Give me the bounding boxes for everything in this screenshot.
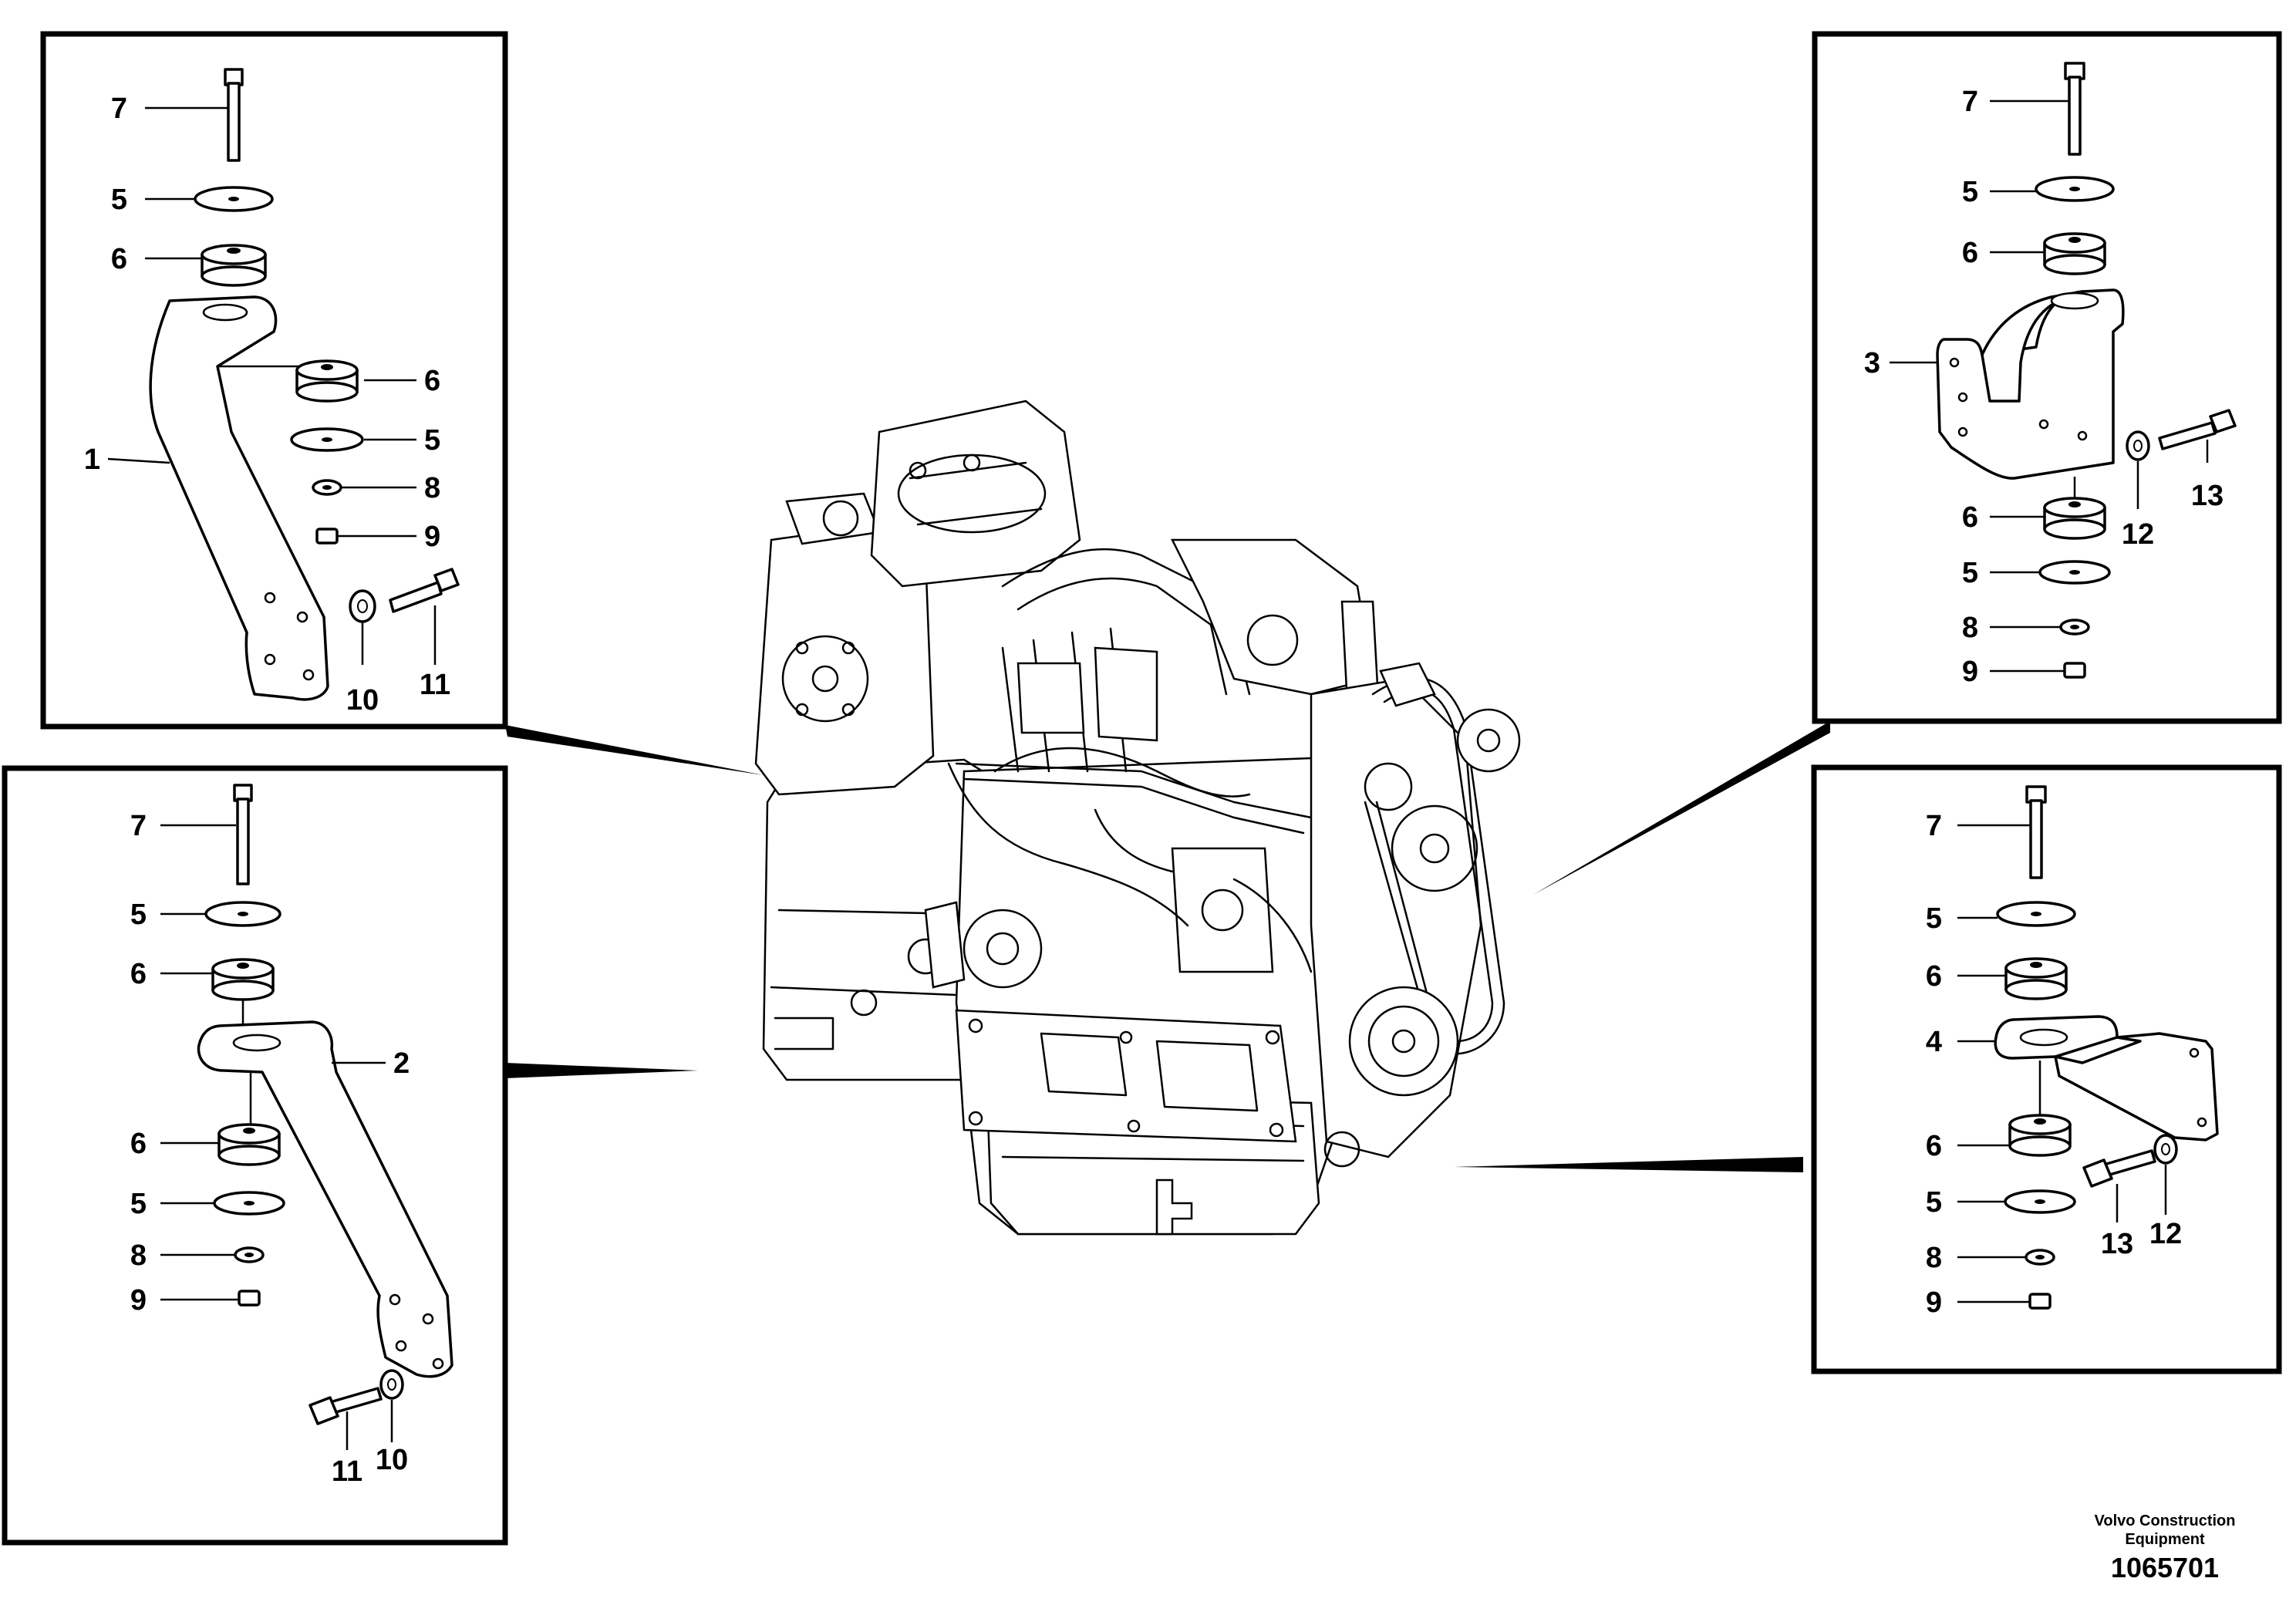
callout-6: 6	[130, 1128, 147, 1160]
nut	[238, 1290, 261, 1307]
callout-8: 8	[424, 472, 440, 504]
callout-8: 8	[130, 1239, 147, 1272]
callout-5: 5	[1926, 1186, 1942, 1219]
nut	[315, 528, 339, 545]
bolt-head	[2209, 409, 2237, 433]
callout-1: 1	[84, 443, 100, 476]
inset-top-right	[1812, 31, 2282, 724]
mount-bracket	[1994, 1015, 2219, 1141]
bolt-shank	[227, 82, 241, 162]
leader-connectors	[505, 721, 1830, 1172]
callout-6: 6	[1962, 237, 1978, 269]
callout-6: 6	[424, 365, 440, 397]
callout-6: 6	[130, 958, 147, 990]
callout-5: 5	[1926, 902, 1942, 935]
inset-frame	[1812, 31, 2282, 724]
callout-5: 5	[111, 184, 127, 216]
bolt-head	[433, 568, 460, 592]
callout-5: 5	[1962, 557, 1978, 589]
bolt-shank	[2158, 421, 2217, 450]
inset-frame	[2, 765, 508, 1546]
callout-11: 11	[332, 1455, 362, 1488]
callout-5: 5	[130, 1188, 147, 1220]
inset-frame	[40, 31, 508, 730]
mount-bracket	[149, 295, 329, 701]
callout-2: 2	[393, 1047, 410, 1080]
callout-9: 9	[1962, 656, 1978, 688]
mount-bracket	[197, 1020, 453, 1378]
nut	[2063, 662, 2086, 679]
callout-5: 5	[424, 424, 440, 457]
inset-top-left	[40, 31, 508, 730]
callout-10: 10	[376, 1444, 408, 1476]
bolt-shank	[2102, 1149, 2156, 1177]
engine-illustration	[754, 400, 1521, 1236]
callout-9: 9	[1926, 1286, 1942, 1319]
bolt-head	[2082, 1158, 2113, 1188]
callout-6: 6	[1926, 1130, 1942, 1162]
drawing-number: 1065701	[2111, 1552, 2219, 1583]
callout-7: 7	[1962, 86, 1978, 118]
inset-bottom-right	[1811, 764, 2282, 1374]
bolt-head	[308, 1396, 339, 1425]
callout-6: 6	[1926, 960, 1942, 993]
callout-7: 7	[111, 93, 127, 125]
company-name-line2: Equipment	[2125, 1531, 2205, 1548]
callout-6: 6	[1962, 501, 1978, 534]
callout-9: 9	[424, 521, 440, 553]
callout-5: 5	[1962, 176, 1978, 208]
callout-13: 13	[2101, 1228, 2133, 1260]
callout-6: 6	[111, 243, 127, 275]
callout-8: 8	[1926, 1242, 1942, 1274]
callout-10: 10	[346, 684, 379, 717]
callout-11: 11	[420, 669, 450, 701]
callout-4: 4	[1926, 1026, 1942, 1058]
inset-bottom-left	[2, 765, 508, 1546]
bolt-shank	[389, 581, 443, 613]
company-name-line1: Volvo Construction	[2095, 1512, 2236, 1529]
callout-9: 9	[130, 1284, 147, 1317]
callout-3: 3	[1864, 347, 1880, 379]
callout-13: 13	[2191, 480, 2224, 512]
callout-7: 7	[130, 810, 147, 842]
callout-12: 12	[2122, 518, 2154, 551]
inset-frame	[1811, 764, 2282, 1374]
nut	[2028, 1293, 2052, 1310]
callout-12: 12	[2149, 1218, 2182, 1250]
callout-5: 5	[130, 899, 147, 931]
callout-7: 7	[1926, 810, 1942, 842]
bolt-shank	[329, 1387, 383, 1415]
callout-8: 8	[1962, 612, 1978, 644]
